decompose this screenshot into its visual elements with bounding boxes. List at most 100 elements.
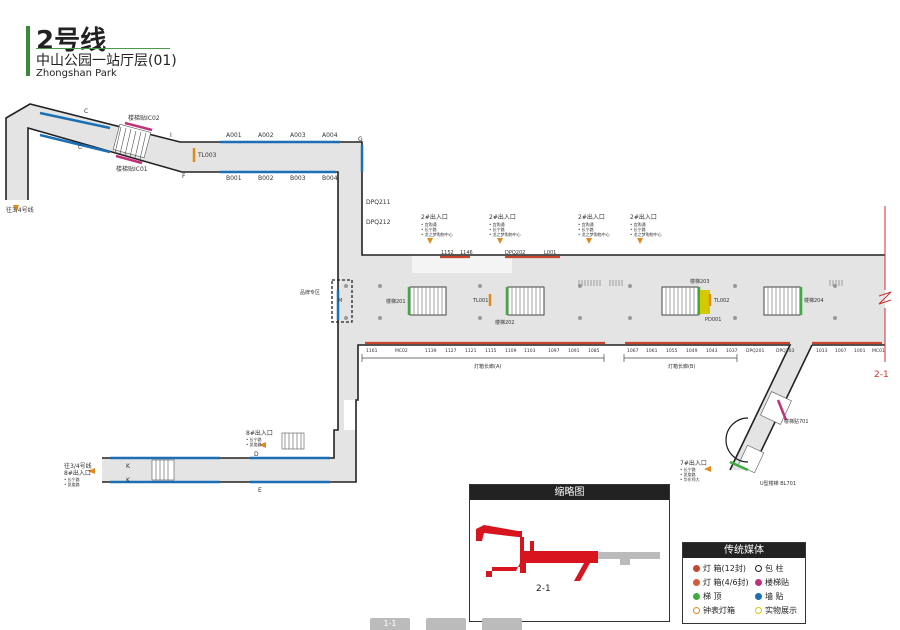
exit2a-title: 2#出入口 <box>421 213 448 221</box>
exit8-title: 8#出入口 <box>246 429 273 437</box>
span-label-a: 灯箱长廊(A) <box>474 363 501 370</box>
exit8-line: • 长宁路 <box>246 436 262 442</box>
exit7-title: 7#出入口 <box>680 459 707 467</box>
exit2d-line: • 宜购通 <box>630 221 646 227</box>
clock-lamps <box>192 148 712 306</box>
exit-arrows <box>13 205 711 474</box>
stair-sticker-bottom-label: 楼梯贴IC01 <box>116 165 148 173</box>
legend-title: 传统媒体 <box>683 543 805 558</box>
thumbnail-panel: 缩略图 2-1 <box>469 484 670 622</box>
south-wall-label: MC02 <box>395 348 408 354</box>
clock-lamp-icon <box>693 607 700 614</box>
north-label-1152: 1152 <box>441 250 454 256</box>
section-marker-label: 2-1 <box>874 370 889 380</box>
thumbnail-title: 缩略图 <box>470 485 669 500</box>
south-wall-label: 1043 <box>706 348 718 354</box>
south-wall-label: 1121 <box>465 348 477 354</box>
exit8b-title-1: 往3/4号线 <box>64 462 92 470</box>
exit2c-title: 2#出入口 <box>578 213 605 221</box>
legend-item-display: 实物展示 <box>755 605 797 616</box>
exit2b-line: • 长宁路 <box>489 226 505 232</box>
upper-box-a002: A002 <box>258 132 274 139</box>
south-corridor <box>102 430 356 482</box>
tl002-label: TL002 <box>713 298 729 304</box>
brand-zone-label: 品牌专区 <box>300 289 320 296</box>
exit7-line: • 凯旋路 <box>680 471 696 477</box>
title-accent-bar <box>26 26 30 76</box>
u-stair-green <box>729 460 749 472</box>
page-tab-2[interactable] <box>426 618 466 630</box>
south-wall-label: MC01 <box>872 348 885 354</box>
escalator-203 <box>661 286 699 316</box>
lower-box-b003: B003 <box>290 175 306 182</box>
south-wall-label: 1103 <box>524 348 536 354</box>
wall-sticker-icon <box>755 593 762 600</box>
u-stair-label: U型楼梯 BL701 <box>760 480 796 487</box>
stair-201-label: 楼梯201 <box>386 298 406 305</box>
stair-sticker-top-label: 楼梯贴IC02 <box>128 114 160 122</box>
south-wall-label: 1055 <box>666 348 678 354</box>
south-wall-label: 1139 <box>425 348 437 354</box>
upper-box-a001: A001 <box>226 132 242 139</box>
south-wall-label: 1013 <box>816 348 828 354</box>
line-name: 2号线 <box>36 26 107 56</box>
exit2c-line: • 宜购通 <box>578 221 594 227</box>
stairs <box>112 123 792 481</box>
dpq211-label: DPQ211 <box>366 199 391 206</box>
stair-204-label: 楼梯204 <box>804 297 824 304</box>
thumbnail-section-label: 2-1 <box>536 584 551 594</box>
south-wall-label: 1049 <box>686 348 698 354</box>
stair-top-icon <box>693 593 700 600</box>
e-label: E <box>258 487 262 494</box>
concourse-inner-shade <box>412 255 512 273</box>
exit7-line: • 长宁路 <box>680 466 696 472</box>
lamp-boxes <box>365 255 882 345</box>
south-wall-label: 1085 <box>588 348 600 354</box>
c-label-bottom: C <box>78 144 82 151</box>
exit2d-title: 2#出入口 <box>630 213 657 221</box>
upper-box-a004: A004 <box>322 132 338 139</box>
u-stair-arc <box>725 417 749 463</box>
legend-item-clock-lamp: 钟表灯箱 <box>693 605 735 616</box>
to-line-label: 往3/4号线 <box>6 206 34 214</box>
light-box <box>39 133 111 154</box>
south-wall-label: 1067 <box>627 348 639 354</box>
m-label: M <box>338 298 342 304</box>
light-box <box>39 111 111 130</box>
north-label-dpq202: DPQ202 <box>505 250 525 256</box>
escalator-201 <box>409 286 447 316</box>
page-tab-1-1[interactable]: 1-1 <box>370 618 410 630</box>
upper-box-a003: A003 <box>290 132 306 139</box>
west-wall-outer <box>5 103 885 256</box>
section-marker <box>878 206 892 362</box>
connector-corridor <box>338 172 885 430</box>
north-label-1146: 1146 <box>460 250 473 256</box>
station-name-en: Zhongshan Park <box>36 68 117 79</box>
k-label-top: K <box>126 463 131 470</box>
stair-203-label: 楼梯203 <box>690 278 710 285</box>
exit2a-line: • 宜购通 <box>421 221 437 227</box>
legend-panel: 传统媒体 灯 箱(12封) 包 柱 灯 箱(4/6封) 楼梯贴 梯 顶 墙 贴 … <box>682 542 806 624</box>
south-wall-label: 1061 <box>646 348 658 354</box>
west-corridor <box>6 104 362 200</box>
span-brackets <box>361 354 738 362</box>
c-label-top: C <box>84 108 88 115</box>
south-wall-label: DPQ201 <box>746 348 764 354</box>
exit8-line: • 凯旋路 <box>246 441 262 447</box>
south-wall-label: 1127 <box>445 348 457 354</box>
stair-701-label: 楼梯贴701 <box>784 418 809 425</box>
exit2b-line: • 宜购通 <box>489 221 505 227</box>
title-rule <box>36 48 170 49</box>
exit2b-title: 2#出入口 <box>489 213 516 221</box>
station-name-cn: 中山公园一站厅层(01) <box>36 53 177 69</box>
k-stair <box>151 459 175 481</box>
exit7-line: • 华东师大 <box>680 476 700 482</box>
south-wall-label: 1109 <box>505 348 517 354</box>
thumbnail-map <box>476 525 660 581</box>
lower-box-b001: B001 <box>226 175 242 182</box>
page-tab-3[interactable] <box>482 618 522 630</box>
south-wall-label: 1001 <box>854 348 866 354</box>
tl003-label: TL003 <box>197 152 217 159</box>
escalators <box>407 286 803 316</box>
legend-item-stair-sticker: 楼梯贴 <box>755 577 789 588</box>
